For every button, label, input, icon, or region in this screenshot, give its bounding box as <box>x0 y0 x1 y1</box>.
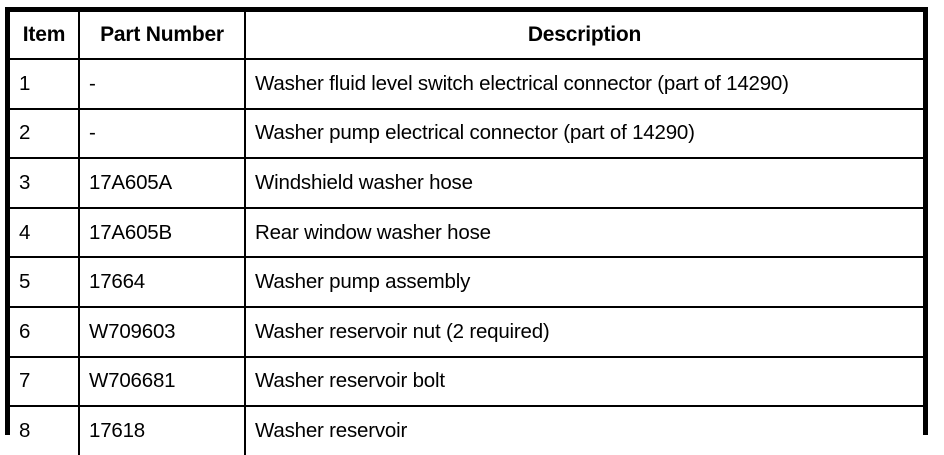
cell-part-number: 17A605B <box>78 206 246 259</box>
cell-part-number: W706681 <box>78 355 246 408</box>
cell-item: 4 <box>10 206 80 259</box>
cell-item: 3 <box>10 157 80 209</box>
parts-table: Item Part Number Description 1 - Washer … <box>10 12 923 455</box>
table-row: 5 17664 Washer pump assembly <box>10 256 923 308</box>
table-row: 7 W706681 Washer reservoir bolt <box>10 355 923 408</box>
cell-item: 6 <box>10 305 80 358</box>
cell-item: 2 <box>10 107 80 160</box>
cell-description: Washer pump electrical connector (part o… <box>244 107 923 160</box>
cell-part-number: 17618 <box>78 405 246 455</box>
column-header-item: Item <box>10 12 80 60</box>
column-header-description: Description <box>244 12 923 60</box>
cell-item: 5 <box>10 256 80 308</box>
table-row: 8 17618 Washer reservoir <box>10 405 923 455</box>
table-row: 6 W709603 Washer reservoir nut (2 requir… <box>10 305 923 358</box>
cell-description: Windshield washer hose <box>244 157 923 209</box>
column-header-part-number: Part Number <box>78 12 246 60</box>
table-body: 1 - Washer fluid level switch electrical… <box>10 58 923 455</box>
cell-description: Washer fluid level switch electrical con… <box>244 58 923 110</box>
table-row: 1 - Washer fluid level switch electrical… <box>10 58 923 110</box>
cell-part-number: 17A605A <box>78 157 246 209</box>
cell-description: Washer reservoir <box>244 405 923 455</box>
table-header-row: Item Part Number Description <box>10 12 923 60</box>
parts-table-container: Item Part Number Description 1 - Washer … <box>5 7 928 455</box>
cell-item: 1 <box>10 58 80 110</box>
cell-item: 7 <box>10 355 80 408</box>
cell-description: Washer reservoir nut (2 required) <box>244 305 923 358</box>
table-row: 3 17A605A Windshield washer hose <box>10 157 923 209</box>
cell-description: Washer pump assembly <box>244 256 923 308</box>
cell-description: Rear window washer hose <box>244 206 923 259</box>
cell-part-number: W709603 <box>78 305 246 358</box>
cell-part-number: 17664 <box>78 256 246 308</box>
table-row: 4 17A605B Rear window washer hose <box>10 206 923 259</box>
page-root: Item Part Number Description 1 - Washer … <box>5 7 928 455</box>
cell-description: Washer reservoir bolt <box>244 355 923 408</box>
table-header: Item Part Number Description <box>10 12 923 60</box>
table-row: 2 - Washer pump electrical connector (pa… <box>10 107 923 160</box>
cell-part-number: - <box>78 107 246 160</box>
cell-item: 8 <box>10 405 80 455</box>
cell-part-number: - <box>78 58 246 110</box>
